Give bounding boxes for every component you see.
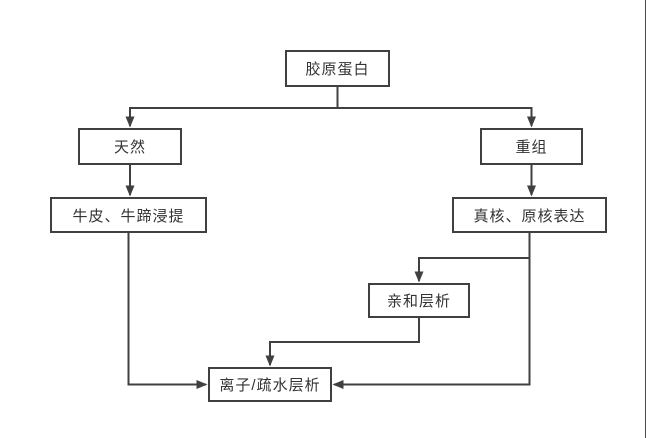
edge-affinity-ion	[265, 318, 420, 367]
node-natural: 天然	[78, 128, 182, 165]
node-expression-label: 真核、原核表达	[473, 207, 586, 225]
node-ion-hydrophobic: 离子/疏水层析	[208, 367, 332, 402]
node-recombinant: 重组	[480, 128, 583, 165]
node-expression: 真核、原核表达	[452, 197, 607, 233]
node-ion-hydrophobic-label: 离子/疏水层析	[219, 377, 321, 394]
node-collagen-label: 胶原蛋白	[305, 61, 370, 78]
node-extraction: 牛皮、牛蹄浸提	[50, 197, 207, 233]
edge-expression-ion	[332, 258, 531, 389]
node-extraction-label: 牛皮、牛蹄浸提	[72, 207, 185, 225]
edge-extraction-ion	[127, 233, 208, 389]
node-recombinant-label: 重组	[515, 139, 548, 156]
node-natural-label: 天然	[113, 139, 146, 156]
node-affinity-label: 亲和层析	[386, 293, 451, 310]
node-affinity: 亲和层析	[368, 283, 470, 318]
edge-expression-affinity	[414, 233, 531, 283]
node-collagen: 胶原蛋白	[285, 50, 390, 87]
